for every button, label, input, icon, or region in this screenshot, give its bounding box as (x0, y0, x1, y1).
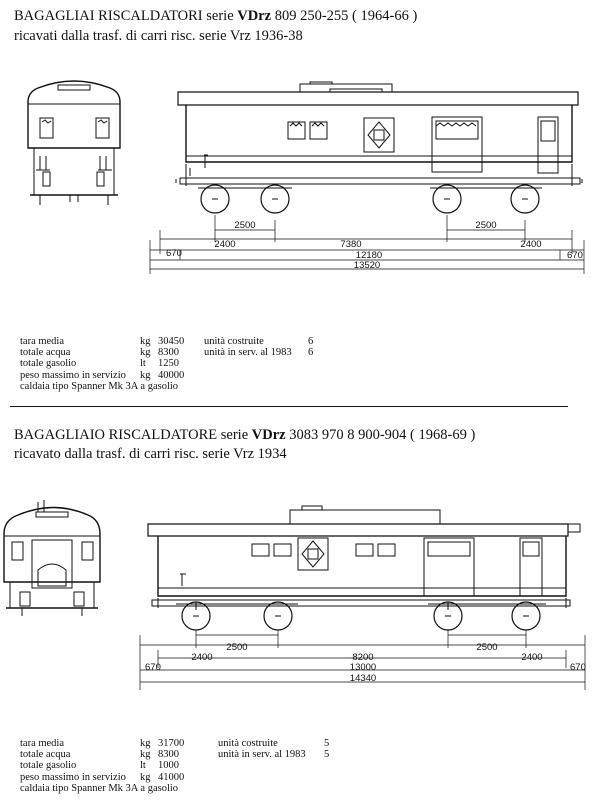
spec-unit: kg (140, 347, 151, 359)
section2-dimension-labels: 2500 2500 2400 8200 2400 670 13000 670 1… (145, 642, 586, 684)
spec-label: caldaia tipo Spanner Mk 3A a gasolio (20, 380, 179, 392)
dim-buffer-left: 670 (166, 248, 182, 259)
spec-label: totale acqua (20, 749, 71, 761)
dim-bogie-wheelbase-a: 2500 (234, 220, 255, 231)
spec-extra-value: 6 (308, 347, 314, 359)
spec-value: 31700 (158, 738, 185, 749)
dim-total-length: 14340 (350, 673, 376, 684)
dim-overhang-left: 2400 (214, 239, 235, 250)
dim-overhang-left: 2400 (191, 652, 212, 663)
section2-title-series: VDrz (251, 427, 286, 443)
spec-unit: kg (140, 336, 151, 347)
dim-pivot-distance: 7380 (340, 239, 361, 250)
spec-label: peso massimo in servizio (20, 369, 126, 381)
spec-value: 41000 (158, 771, 185, 783)
spec-value: 8300 (158, 347, 179, 359)
section1-title-suffix: 809 250-255 ( 1964-66 ) (271, 8, 418, 24)
spec-extra-label: unità costruite (218, 738, 278, 749)
spec-value: 1250 (158, 358, 179, 370)
spec-extra-value: 6 (308, 336, 314, 347)
spec-label: tara media (20, 738, 65, 749)
spec-extra-label: unità in serv. al 1983 (218, 749, 306, 761)
dim-bogie-wheelbase-b: 2500 (475, 220, 496, 231)
spec-label: peso massimo in servizio (20, 771, 126, 783)
section2-end-view (3, 500, 101, 616)
spec-unit: kg (140, 369, 151, 381)
section2-title-prefix: BAGAGLIAIO RISCALDATORE serie (14, 427, 252, 443)
spec-extra-label: unità costruite (204, 336, 264, 347)
spec-unit: lt (140, 760, 146, 772)
section2-subtitle: ricavato dalla trasf. di carri risc. ser… (14, 446, 287, 462)
section2-title: BAGAGLIAIO RISCALDATORE serie VDrz 3083 … (14, 426, 475, 444)
dim-body-length: 12180 (356, 250, 382, 261)
spec-extra-label: unità in serv. al 1983 (204, 347, 292, 359)
spec-label: totale acqua (20, 347, 71, 359)
dim-buffer-right: 670 (567, 250, 583, 261)
section2-side-view (139, 505, 586, 690)
spec-value: 30450 (158, 336, 185, 347)
spec-unit: lt (140, 358, 146, 370)
section1-title: BAGAGLIAI RISCALDATORI serie VDrz 809 25… (14, 7, 417, 25)
dim-overhang-right: 2400 (521, 652, 542, 663)
dim-bogie-wheelbase-a: 2500 (226, 642, 247, 653)
spec-label: totale gasolio (20, 358, 77, 370)
spec-unit: kg (140, 749, 151, 761)
spec-label: tara media (20, 336, 65, 347)
section1-title-prefix: BAGAGLIAI RISCALDATORI serie (14, 8, 238, 24)
spec-extra-value: 5 (324, 738, 330, 749)
spec-label: caldaia tipo Spanner Mk 3A a gasolio (20, 782, 179, 794)
section2-title-suffix: 3083 970 8 900-904 ( 1968-69 ) (285, 427, 476, 443)
dim-buffer-right: 670 (570, 662, 586, 673)
spec-label: totale gasolio (20, 760, 77, 772)
section1-dimension-labels: 2500 2500 2400 7380 2400 670 12180 670 1… (166, 220, 583, 271)
dim-body-length: 13000 (350, 662, 376, 673)
section1-subtitle: ricavati dalla trasf. di carri risc. ser… (14, 28, 303, 44)
dim-bogie-wheelbase-b: 2500 (476, 642, 497, 653)
spec-extra-value: 5 (324, 749, 330, 761)
section2-drawing: 2500 2500 2400 8200 2400 670 13000 670 1… (3, 500, 586, 690)
section1-drawing: 2500 2500 2400 7380 2400 670 12180 670 1… (27, 80, 585, 274)
section1-side-view (149, 81, 585, 274)
dim-pivot-distance: 8200 (352, 652, 373, 663)
spec-unit: kg (140, 738, 151, 749)
spec-value: 40000 (158, 369, 185, 381)
spec-value: 1000 (158, 760, 179, 772)
dim-total-length: 13520 (354, 260, 380, 271)
section-divider (10, 406, 568, 407)
spec-unit: kg (140, 771, 151, 783)
dim-overhang-right: 2400 (520, 239, 541, 250)
dim-buffer-left: 670 (145, 662, 161, 673)
section1-end-view (27, 80, 121, 205)
section1-title-series: VDrz (237, 8, 272, 24)
spec-value: 8300 (158, 749, 179, 761)
